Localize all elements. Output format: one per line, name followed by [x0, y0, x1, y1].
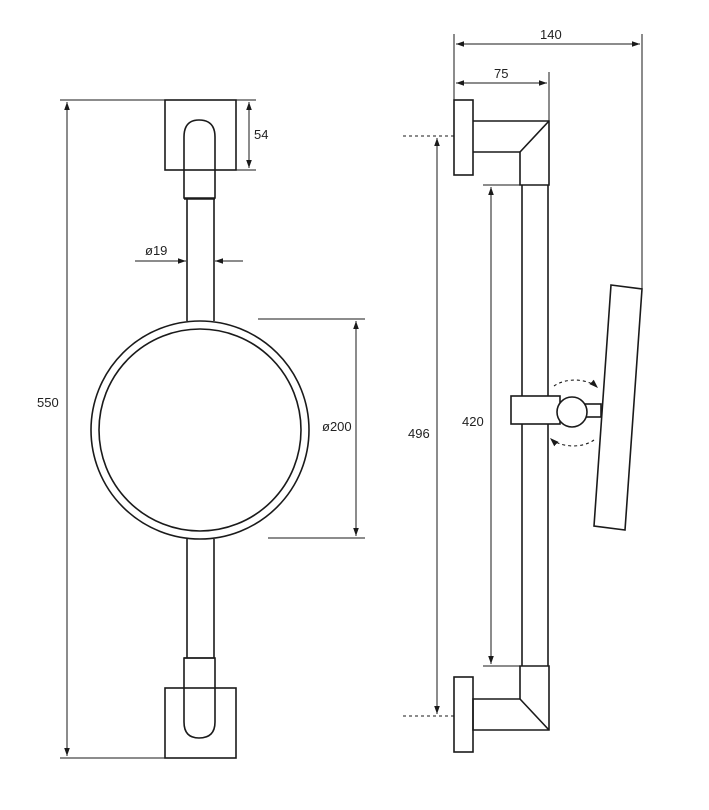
rotate-arrow-top	[553, 379, 599, 389]
label-550: 550	[37, 395, 59, 410]
label-496: 496	[408, 426, 430, 441]
bottom-end-cap	[183, 657, 216, 739]
side-dimensions	[403, 34, 643, 717]
rotate-arrow-bottom	[549, 437, 595, 447]
side-top-bracket-arm	[473, 120, 550, 186]
side-bottom-bracket-arm	[472, 665, 550, 731]
mirror-inner-ring	[98, 328, 302, 532]
top-end-cap	[183, 119, 216, 199]
label-140: 140	[540, 27, 562, 42]
side-slider-clamp	[510, 395, 561, 425]
side-top-bracket-miter	[519, 120, 550, 153]
label-75: 75	[494, 66, 508, 81]
side-view	[453, 99, 643, 753]
mirror-outer-ring	[90, 320, 310, 540]
side-mirror-panel	[593, 284, 643, 531]
label-mirror-diameter: ø200	[322, 419, 352, 434]
label-54: 54	[254, 127, 268, 142]
front-view	[90, 99, 310, 759]
front-dimensions	[60, 99, 365, 759]
top-mount-plate	[164, 99, 237, 171]
side-pivot-joint	[556, 396, 588, 428]
side-top-wall-plate	[453, 99, 474, 176]
side-bottom-wall-plate	[453, 676, 474, 753]
bottom-mount-plate	[164, 687, 237, 759]
label-rod-diameter: ø19	[145, 243, 167, 258]
side-bottom-bracket-miter	[519, 698, 550, 731]
label-420: 420	[462, 414, 484, 429]
